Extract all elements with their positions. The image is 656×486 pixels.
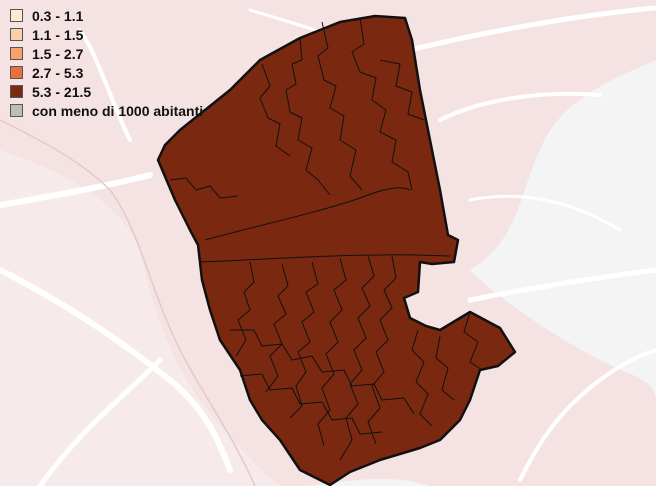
legend-item: 0.3 - 1.1 <box>10 6 203 25</box>
legend-item: 1.5 - 2.7 <box>10 44 203 63</box>
legend-label: 2.7 - 5.3 <box>32 64 84 81</box>
legend-swatch <box>10 66 23 79</box>
legend-label: con meno di 1000 abitanti <box>32 102 204 119</box>
basemap-coastline <box>0 119 256 486</box>
legend-swatch <box>10 85 23 98</box>
legend-item: 1.1 - 1.5 <box>10 25 203 44</box>
legend-swatch <box>10 104 23 117</box>
region-internal-boundaries <box>169 17 483 461</box>
legend-label: 5.3 - 21.5 <box>32 83 92 100</box>
legend-swatch <box>10 47 23 60</box>
legend-label: 1.5 - 2.7 <box>32 45 84 62</box>
legend-item: con meno di 1000 abitanti <box>10 101 203 120</box>
region-municipio[interactable] <box>156 14 517 486</box>
basemap-roads <box>0 5 656 486</box>
map-legend: 0.3 - 1.1 1.1 - 1.5 1.5 - 2.7 2.7 - 5.3 … <box>10 6 203 120</box>
basemap-coast-area <box>0 150 280 486</box>
legend-label: 0.3 - 1.1 <box>32 7 84 24</box>
legend-item: 2.7 - 5.3 <box>10 63 203 82</box>
legend-item: 5.3 - 21.5 <box>10 82 203 101</box>
legend-label: 1.1 - 1.5 <box>32 26 84 43</box>
legend-swatch <box>10 28 23 41</box>
legend-swatch <box>10 9 23 22</box>
